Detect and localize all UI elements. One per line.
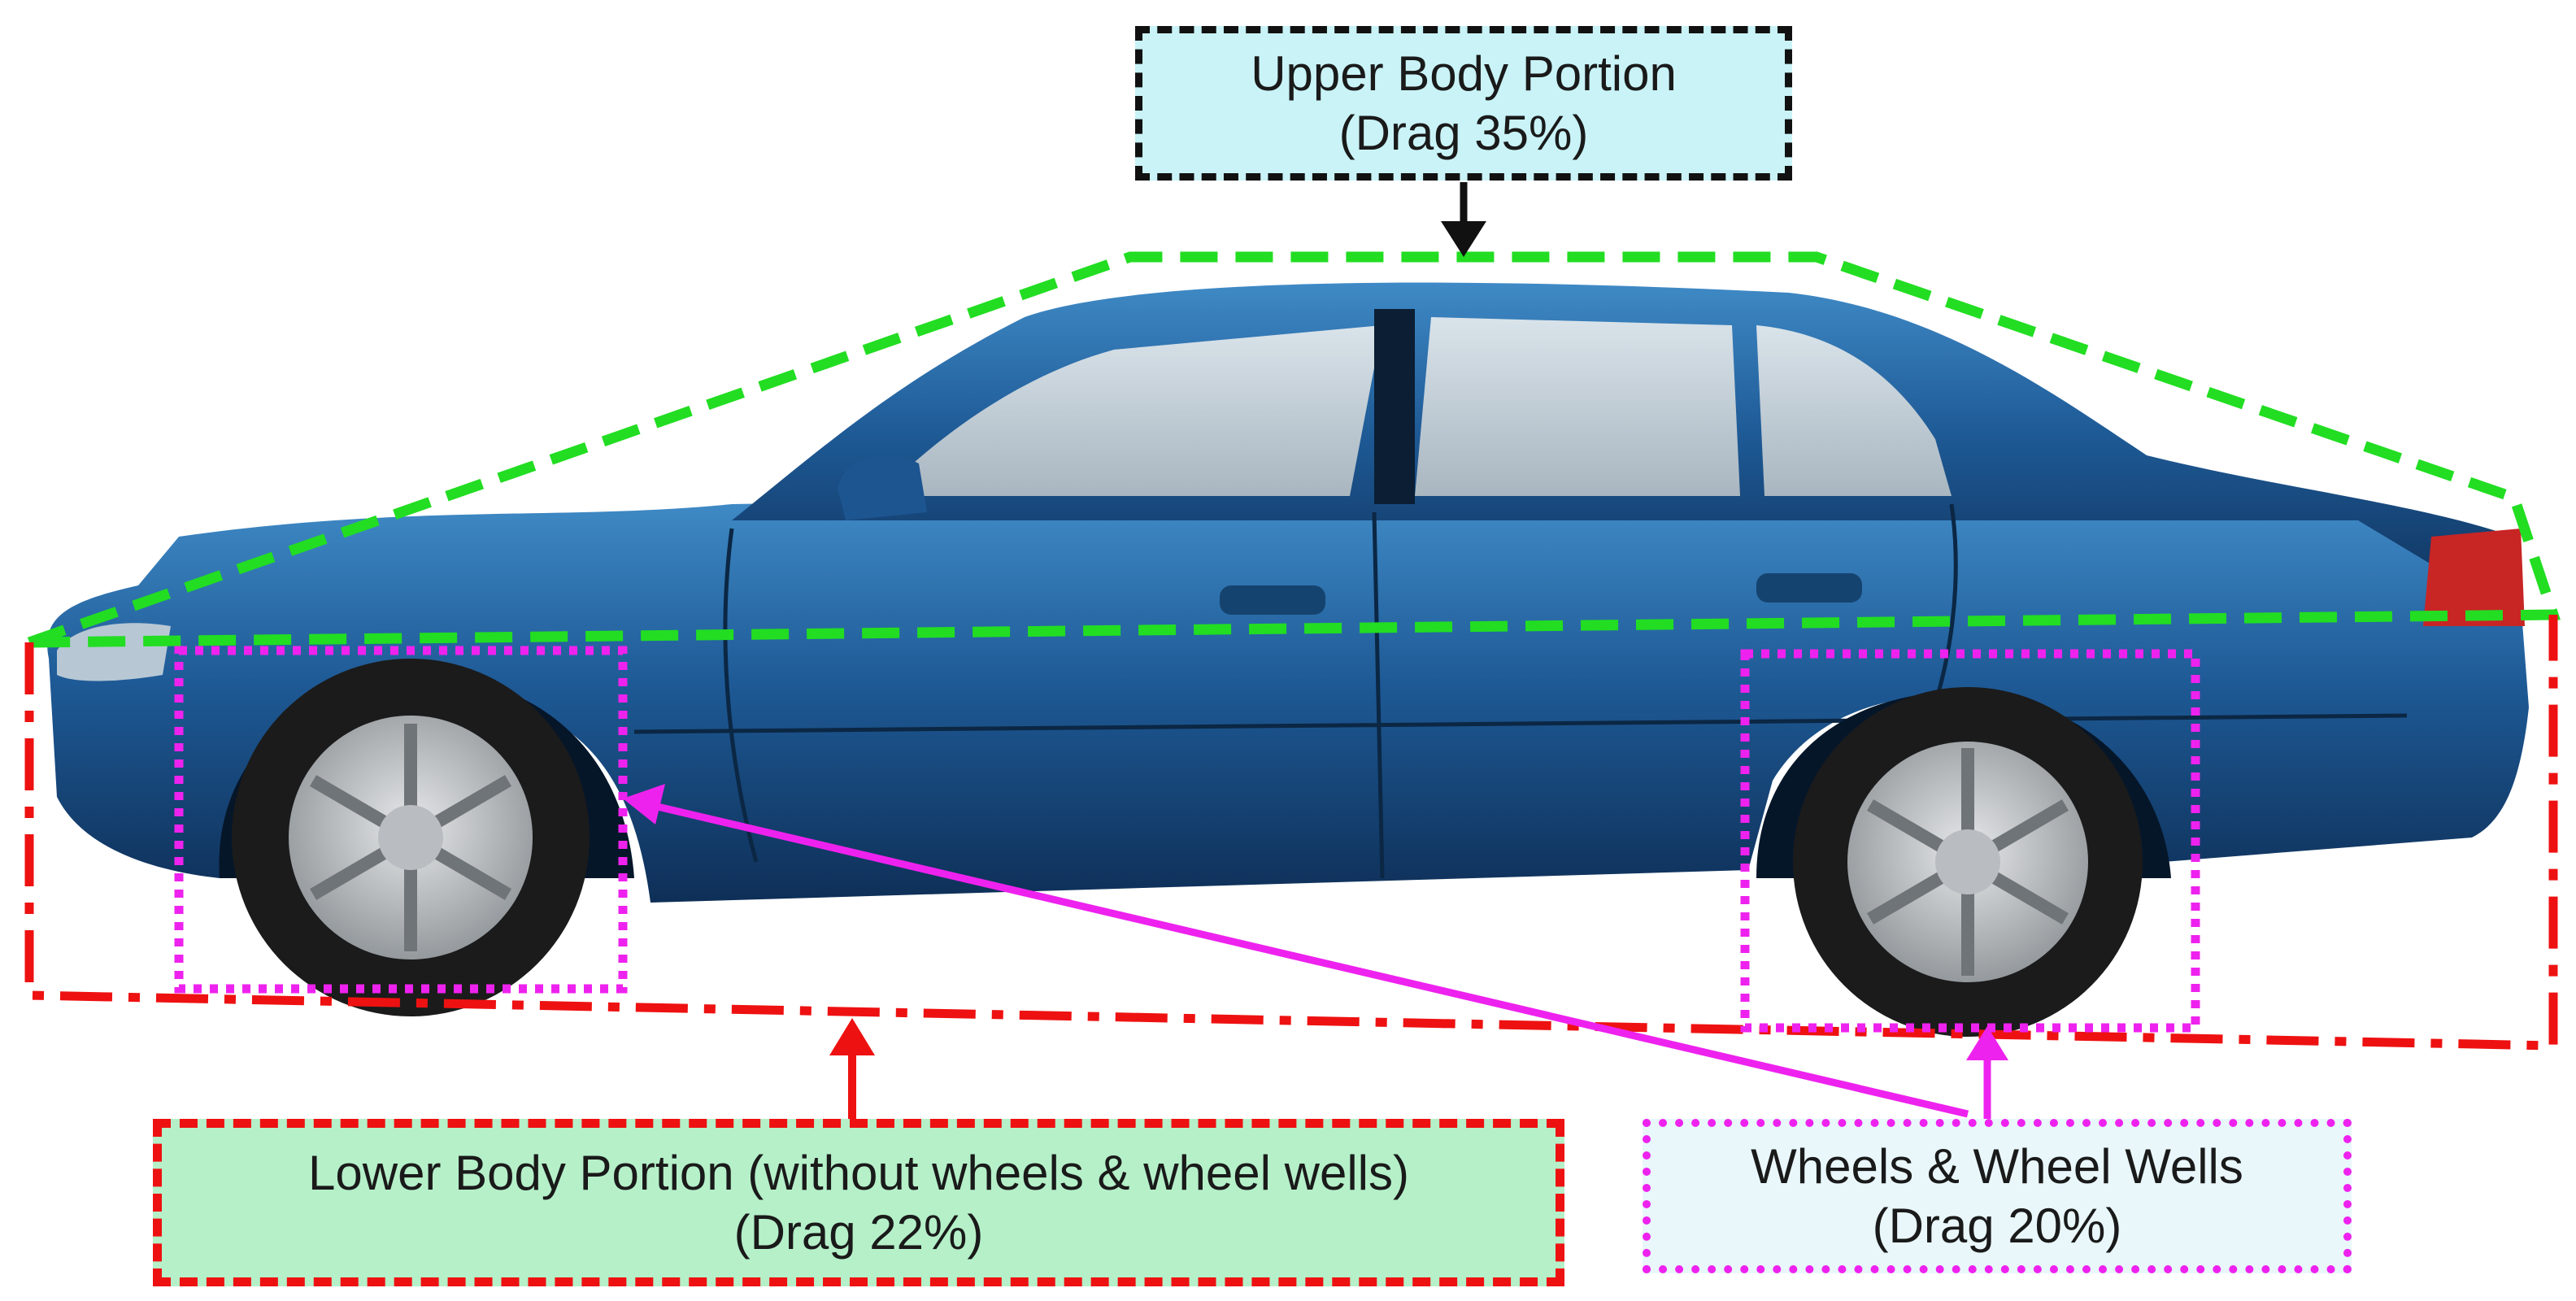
lower-body-callout: Lower Body Portion (without wheels & whe… (153, 1119, 1564, 1286)
front-wheel (219, 659, 634, 1016)
lower-callout-arrow (829, 1018, 875, 1119)
wheels-label: Wheels & Wheel Wells (1751, 1138, 2243, 1194)
lower-body-drag: (Drag 22%) (733, 1205, 984, 1260)
front-door-handle (1220, 585, 1325, 615)
door-lines (633, 503, 2408, 879)
lower-body-label: Lower Body Portion (without wheels & whe… (308, 1145, 1409, 1200)
upper-body-outline (27, 251, 2561, 648)
upper-body-callout: Upper Body Portion (Drag 35%) (1135, 26, 1792, 181)
tail-light (2423, 529, 2525, 626)
side-mirror (838, 455, 927, 520)
rear-wheel-well-outline (1740, 649, 2200, 1033)
lower-body-outline (24, 615, 2558, 1051)
car-lower-body (47, 501, 2529, 903)
rear-window (1415, 317, 1740, 496)
wheels-drag: (Drag 20%) (1872, 1199, 2122, 1253)
front-window (878, 325, 1382, 496)
quarter-window (1756, 325, 1952, 496)
b-pillar (1374, 309, 1415, 504)
wheels-callout: Wheels & Wheel Wells (Drag 20%) (1643, 1119, 2352, 1273)
car-image (47, 282, 2529, 1037)
head-light (57, 623, 171, 681)
upper-body-label: Upper Body Portion (1251, 46, 1677, 101)
rear-wheel (1756, 687, 2171, 1037)
upper-body-drag: (Drag 35%) (1338, 106, 1589, 160)
upper-callout-arrow (1441, 182, 1486, 257)
rear-door-handle (1756, 573, 1862, 603)
wheels-callout-arrows (623, 784, 2008, 1119)
